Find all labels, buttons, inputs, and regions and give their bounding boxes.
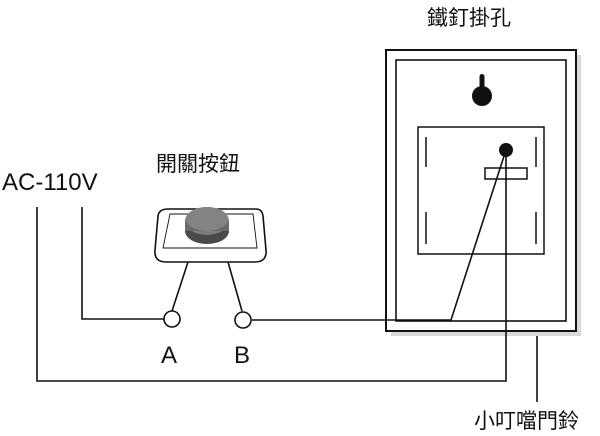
wire-ac-to-bell xyxy=(36,150,507,382)
switch-leg-a xyxy=(171,261,189,312)
terminal-b-label: B xyxy=(234,342,250,369)
wiring xyxy=(36,149,538,402)
terminals xyxy=(163,310,252,329)
switch-leg-b xyxy=(227,261,243,312)
push-button-label: 開關按鈕 xyxy=(156,152,240,176)
terminal-a-label: A xyxy=(161,342,177,369)
push-button-switch xyxy=(154,207,267,263)
terminal-a-circle xyxy=(163,310,181,328)
terminal-b-circle xyxy=(234,311,252,329)
doorbell-unit xyxy=(385,49,581,336)
wire-b-to-bell xyxy=(252,149,507,321)
doorbell-housing-inner xyxy=(395,59,567,322)
nail-hole-icon xyxy=(472,74,492,106)
button-cap-top xyxy=(186,207,228,231)
power-label: AC-110V xyxy=(2,169,98,196)
nail-hole-label: 鐵釘掛孔 xyxy=(427,6,511,30)
wire-ac-to-a xyxy=(81,207,164,320)
doorbell-label: 小叮噹門鈴 xyxy=(474,409,579,433)
